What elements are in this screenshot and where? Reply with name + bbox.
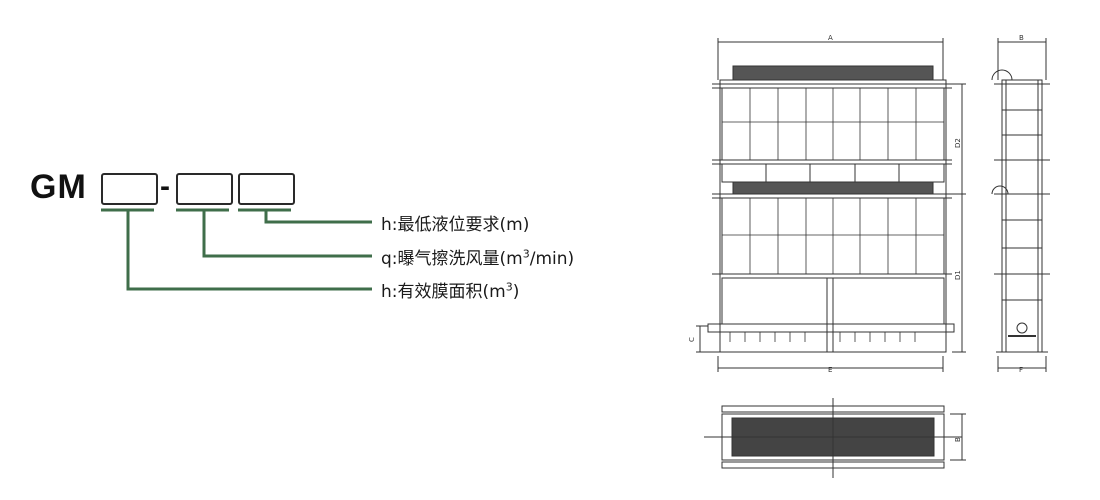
dim-label-e: E: [828, 366, 832, 374]
label-aeration-airflow: q:曝气擦洗风量(m3/min): [381, 247, 575, 269]
code-segment-flow-box: [176, 173, 233, 205]
dim-label-f: F: [1019, 366, 1023, 374]
code-separator: -: [160, 170, 170, 203]
dim-label-d2: D2: [954, 138, 962, 148]
plan-view: [704, 398, 966, 478]
leader-flow: [202, 210, 372, 258]
dim-label-c: C: [688, 337, 696, 342]
leader-height: [264, 210, 372, 224]
code-segment-height-box: [238, 173, 295, 205]
dim-label-d1: D1: [954, 270, 962, 280]
label-effective-membrane-area: h:有效膜面积(m3): [381, 280, 520, 302]
dim-label-b: B: [1019, 34, 1024, 42]
dim-label-plan-b: B: [954, 437, 962, 442]
code-segment-area-box: [101, 173, 158, 205]
side-view: [991, 38, 1050, 372]
leader-area: [126, 210, 372, 291]
front-view: [696, 38, 966, 372]
dim-label-a: A: [828, 34, 833, 42]
model-code-prefix: GM: [30, 168, 87, 206]
label-min-liquid-level: h:最低液位要求(m): [381, 215, 530, 235]
